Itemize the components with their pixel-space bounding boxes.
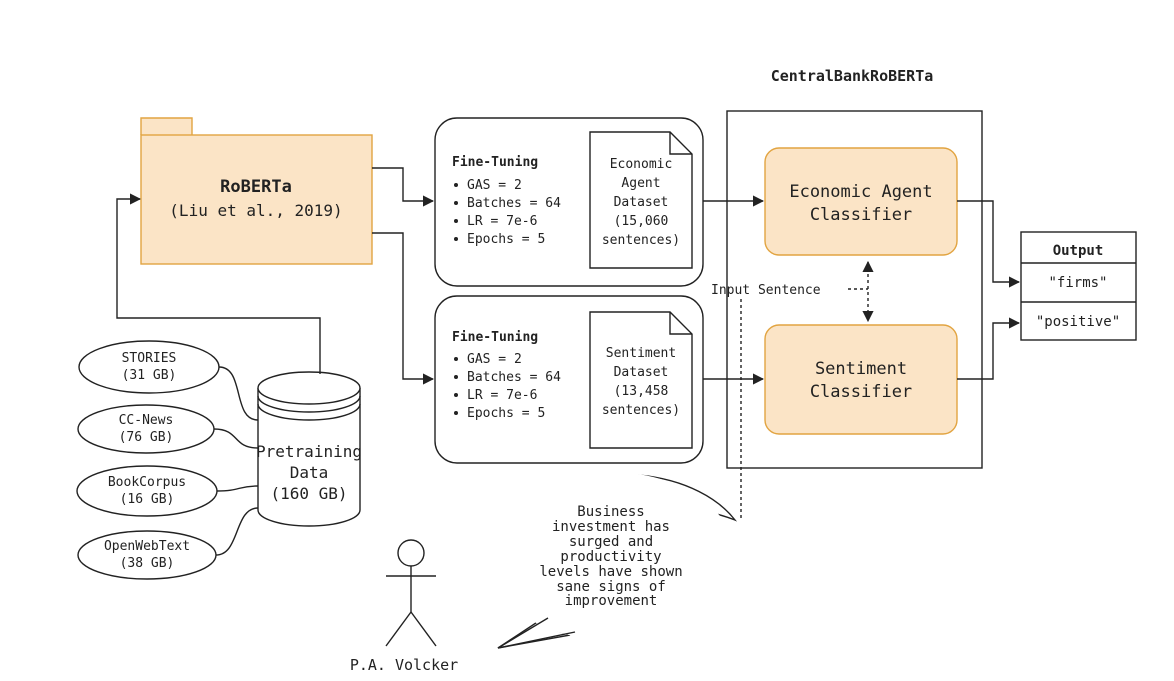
- param: Epochs = 5: [467, 232, 545, 247]
- roberta-name: RoBERTa: [220, 177, 292, 197]
- param: LR = 7e-6: [467, 214, 537, 229]
- finetune-title: Fine-Tuning: [452, 155, 538, 170]
- pretraining-label: Pretraining: [256, 442, 362, 461]
- classifier-label: Classifier: [810, 382, 912, 402]
- bullet-icon: [454, 183, 458, 187]
- source-size: (76 GB): [119, 430, 174, 445]
- source-size: (16 GB): [120, 492, 175, 507]
- classifier-label: Classifier: [810, 205, 912, 225]
- param: Epochs = 5: [467, 406, 545, 421]
- bullet-icon: [454, 393, 458, 397]
- input-sentence-label: Input Sentence: [711, 283, 821, 298]
- speech-text: levels have shown: [539, 564, 682, 580]
- dataset-label: Sentiment: [606, 346, 676, 361]
- bullet-icon: [454, 375, 458, 379]
- classifier-label: Economic Agent: [789, 182, 932, 202]
- classifier-label: Sentiment: [815, 359, 907, 379]
- finetune-agent-box: Fine-Tuning GAS = 2 Batches = 64 LR = 7e…: [434, 117, 704, 287]
- person-name: P.A. Volcker: [350, 656, 458, 674]
- finetune-title: Fine-Tuning: [452, 330, 538, 345]
- bullet-icon: [454, 357, 458, 361]
- dataset-label: Agent: [621, 176, 660, 191]
- pretraining-label: Data: [290, 463, 329, 482]
- source-name: OpenWebText: [104, 539, 190, 554]
- speech-text: investment has: [552, 519, 670, 535]
- diagram-title: CentralBankRoBERTa: [771, 67, 934, 85]
- param: Batches = 64: [467, 196, 561, 211]
- output-sentiment-value: "positive": [1036, 314, 1120, 330]
- source-openwebtext: OpenWebText (38 GB): [77, 530, 217, 580]
- source-size: (38 GB): [120, 556, 175, 571]
- param: Batches = 64: [467, 370, 561, 385]
- param: GAS = 2: [467, 352, 522, 367]
- sentiment-classifier: Sentiment Classifier: [764, 324, 958, 435]
- pretraining-database: Pretraining Data (160 GB): [256, 371, 362, 527]
- source-name: CC-News: [119, 413, 174, 428]
- roberta-folder: RoBERTa (Liu et al., 2019): [140, 117, 373, 265]
- roberta-citation: (Liu et al., 2019): [169, 201, 342, 220]
- bullet-icon: [454, 219, 458, 223]
- bullet-icon: [454, 201, 458, 205]
- param: GAS = 2: [467, 178, 522, 193]
- dataset-label: Dataset: [614, 195, 669, 210]
- dataset-label: Economic: [610, 157, 673, 172]
- source-cc-news: CC-News (76 GB): [77, 404, 215, 454]
- output-table: Output "firms" "positive": [1020, 231, 1137, 341]
- speech-text: improvement: [565, 593, 658, 609]
- economic-agent-classifier: Economic Agent Classifier: [764, 147, 958, 256]
- source-name: STORIES: [122, 351, 177, 366]
- speech-text: Business: [577, 504, 644, 520]
- centralbank-container: [726, 110, 983, 469]
- dataset-label: sentences): [602, 233, 680, 248]
- speech-text: surged and: [569, 534, 653, 550]
- dataset-label: sentences): [602, 403, 680, 418]
- bullet-icon: [454, 237, 458, 241]
- finetune-sentiment-box: Fine-Tuning GAS = 2 Batches = 64 LR = 7e…: [434, 295, 704, 464]
- document-icon: [589, 311, 693, 449]
- speech-text: sane signs of: [556, 579, 666, 595]
- database-icon: [257, 371, 361, 527]
- output-agent-value: "firms": [1048, 275, 1107, 291]
- source-bookcorpus: BookCorpus (16 GB): [76, 465, 218, 517]
- dataset-label: (13,458: [614, 384, 669, 399]
- param: LR = 7e-6: [467, 388, 537, 403]
- speech-text: productivity: [560, 549, 661, 565]
- bullet-icon: [454, 411, 458, 415]
- source-size: (31 GB): [122, 368, 177, 383]
- dataset-label: Dataset: [614, 365, 669, 380]
- folder-icon: [140, 117, 193, 135]
- source-stories: STORIES (31 GB): [78, 340, 220, 394]
- pretraining-size: (160 GB): [270, 484, 347, 503]
- speech-bubble: Business investment has surged and produ…: [487, 472, 738, 649]
- output-title: Output: [1053, 243, 1104, 259]
- dataset-label: (15,060: [614, 214, 669, 229]
- person-icon: [385, 539, 437, 647]
- document-icon: [589, 131, 693, 269]
- source-name: BookCorpus: [108, 475, 186, 490]
